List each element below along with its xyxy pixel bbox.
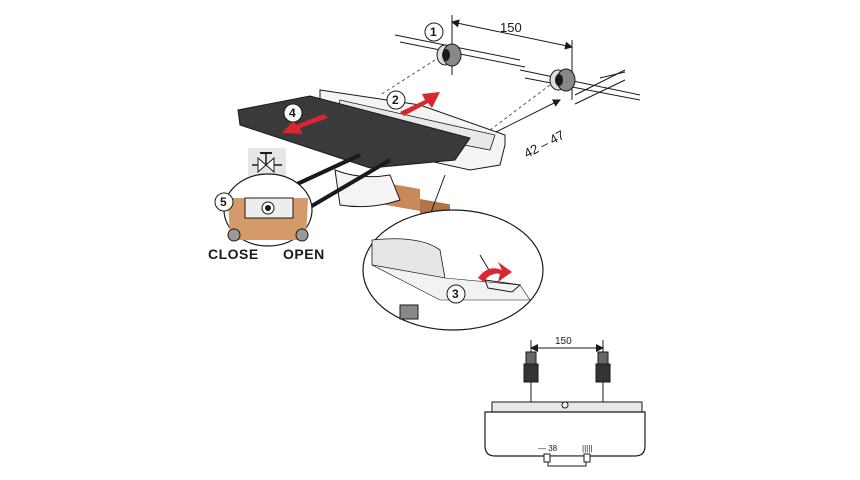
- valve-connector-right: [489, 68, 576, 131]
- svg-text:2: 2: [392, 93, 399, 107]
- step-badge-1: 1: [424, 22, 444, 42]
- front-view: [484, 340, 646, 467]
- dimension-wall-offset: 42 – 47: [521, 127, 566, 161]
- front-view-mark-left: — 38: [538, 444, 558, 453]
- step-badge-2: 2: [386, 90, 406, 110]
- label-open: OPEN: [283, 246, 325, 262]
- svg-text:1: 1: [430, 25, 437, 39]
- fixing-detail-zoom: [362, 209, 544, 331]
- step-badge-4: 4: [283, 103, 303, 123]
- stop-valve-icon: [248, 148, 286, 176]
- label-close: CLOSE: [208, 246, 259, 262]
- arrow-step-2: [400, 92, 440, 116]
- front-view-spacing: 150: [555, 336, 572, 347]
- arrow-step-4: [282, 114, 328, 134]
- step-badge-5: 5: [214, 192, 234, 212]
- svg-text:4: 4: [289, 106, 296, 120]
- svg-text:3: 3: [452, 287, 459, 301]
- front-view-mark-right: |||||: [582, 444, 592, 453]
- step-badge-3: 3: [446, 284, 466, 304]
- svg-text:5: 5: [220, 195, 227, 209]
- valve-connector-left: [379, 43, 462, 96]
- dimension-valve-spacing: 150: [500, 20, 522, 35]
- shutoff-detail: [223, 173, 313, 247]
